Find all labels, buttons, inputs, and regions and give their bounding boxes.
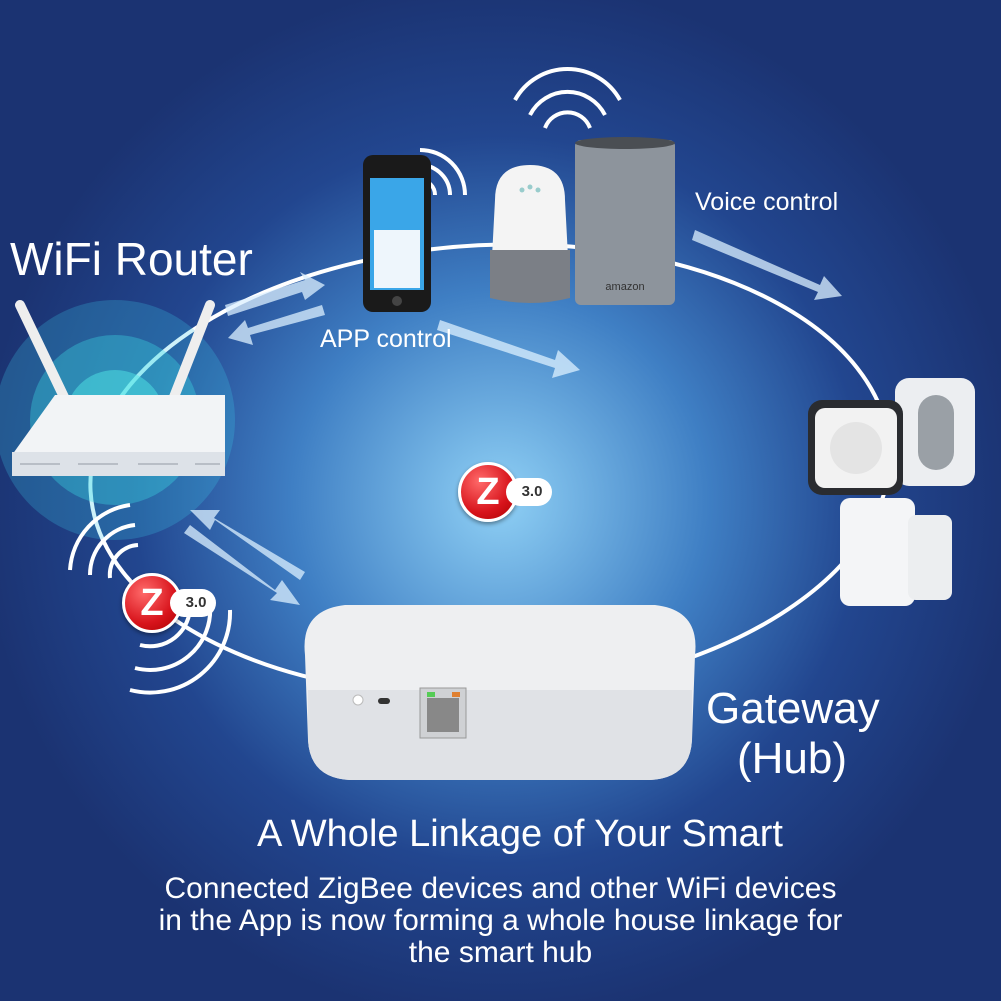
app-control-label: APP control <box>320 325 452 353</box>
footer-description-line-1: Connected ZigBee devices and other WiFi … <box>164 872 837 905</box>
hub-label: (Hub) <box>737 734 848 783</box>
smart-devices-icon <box>808 378 975 606</box>
wifi-router-icon <box>12 300 225 476</box>
flow-arrows <box>184 230 842 605</box>
zigbee-version: 3.0 <box>170 589 216 617</box>
zigbee-badge-left: Z 3.0 <box>122 573 222 633</box>
footer-description-line-3: the smart hub <box>408 936 593 969</box>
zigbee-gateway-hub-icon <box>304 605 696 780</box>
voice-control-label: Voice control <box>695 188 839 216</box>
smartphone-icon <box>363 155 431 312</box>
footer-headline: A Whole Linkage of Your Smart <box>257 813 783 855</box>
wifi-router-label: WiFi Router <box>10 233 253 285</box>
echo-brand-logo: amazon <box>605 281 644 293</box>
gateway-label: Gateway <box>706 684 880 733</box>
zigbee-version: 3.0 <box>506 478 552 506</box>
zigbee-badge-center: Z 3.0 <box>458 462 558 522</box>
amazon-echo-speaker-icon <box>575 137 675 305</box>
google-home-speaker-icon <box>490 165 570 303</box>
footer-description-line-2: in the App is now forming a whole house … <box>158 904 843 937</box>
